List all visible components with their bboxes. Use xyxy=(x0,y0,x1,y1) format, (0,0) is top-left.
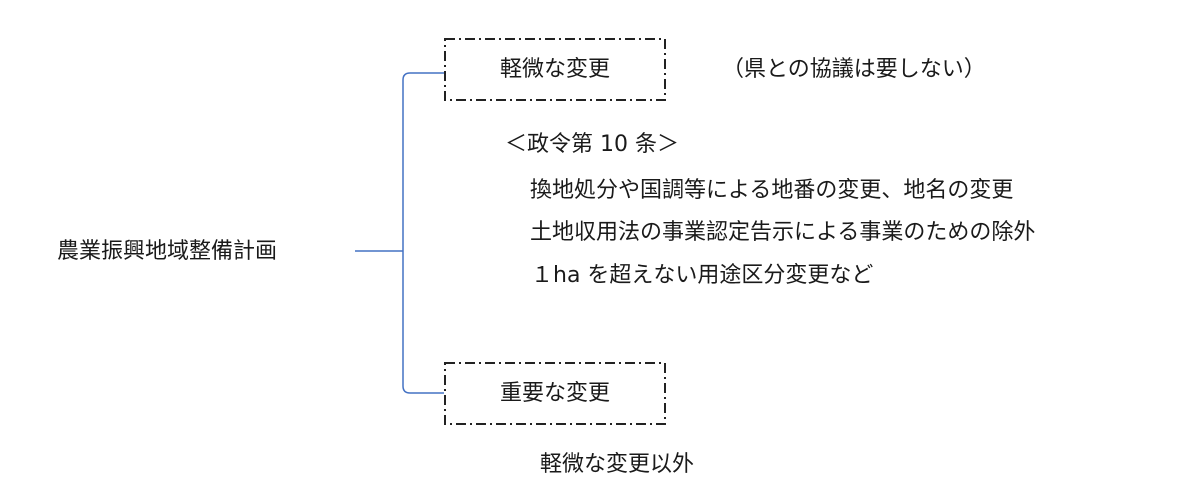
minor-change-example-1: 換地処分や国調等による地番の変更、地名の変更 xyxy=(530,178,1014,203)
minor-change-box: 軽微な変更 xyxy=(444,38,666,101)
major-change-box: 重要な変更 xyxy=(444,362,666,425)
minor-change-example-3: １ha を超えない用途区分変更など xyxy=(531,263,874,288)
minor-change-example-2: 土地収用法の事業認定告示による事業のための除外 xyxy=(530,220,1036,245)
minor-change-note: （県との協議は要しない） xyxy=(722,57,986,82)
root-node-label: 農業振興地域整備計画 xyxy=(57,239,278,264)
major-change-description: 軽微な変更以外 xyxy=(540,452,695,477)
minor-change-label: 軽微な変更 xyxy=(499,56,610,82)
major-change-label: 重要な変更 xyxy=(499,380,610,406)
bracket-vertical-line xyxy=(402,72,411,394)
dash-dot-border xyxy=(444,362,666,425)
dash-dot-border xyxy=(444,38,666,101)
ordinance-heading: ＜政令第 10 条＞ xyxy=(505,132,679,157)
